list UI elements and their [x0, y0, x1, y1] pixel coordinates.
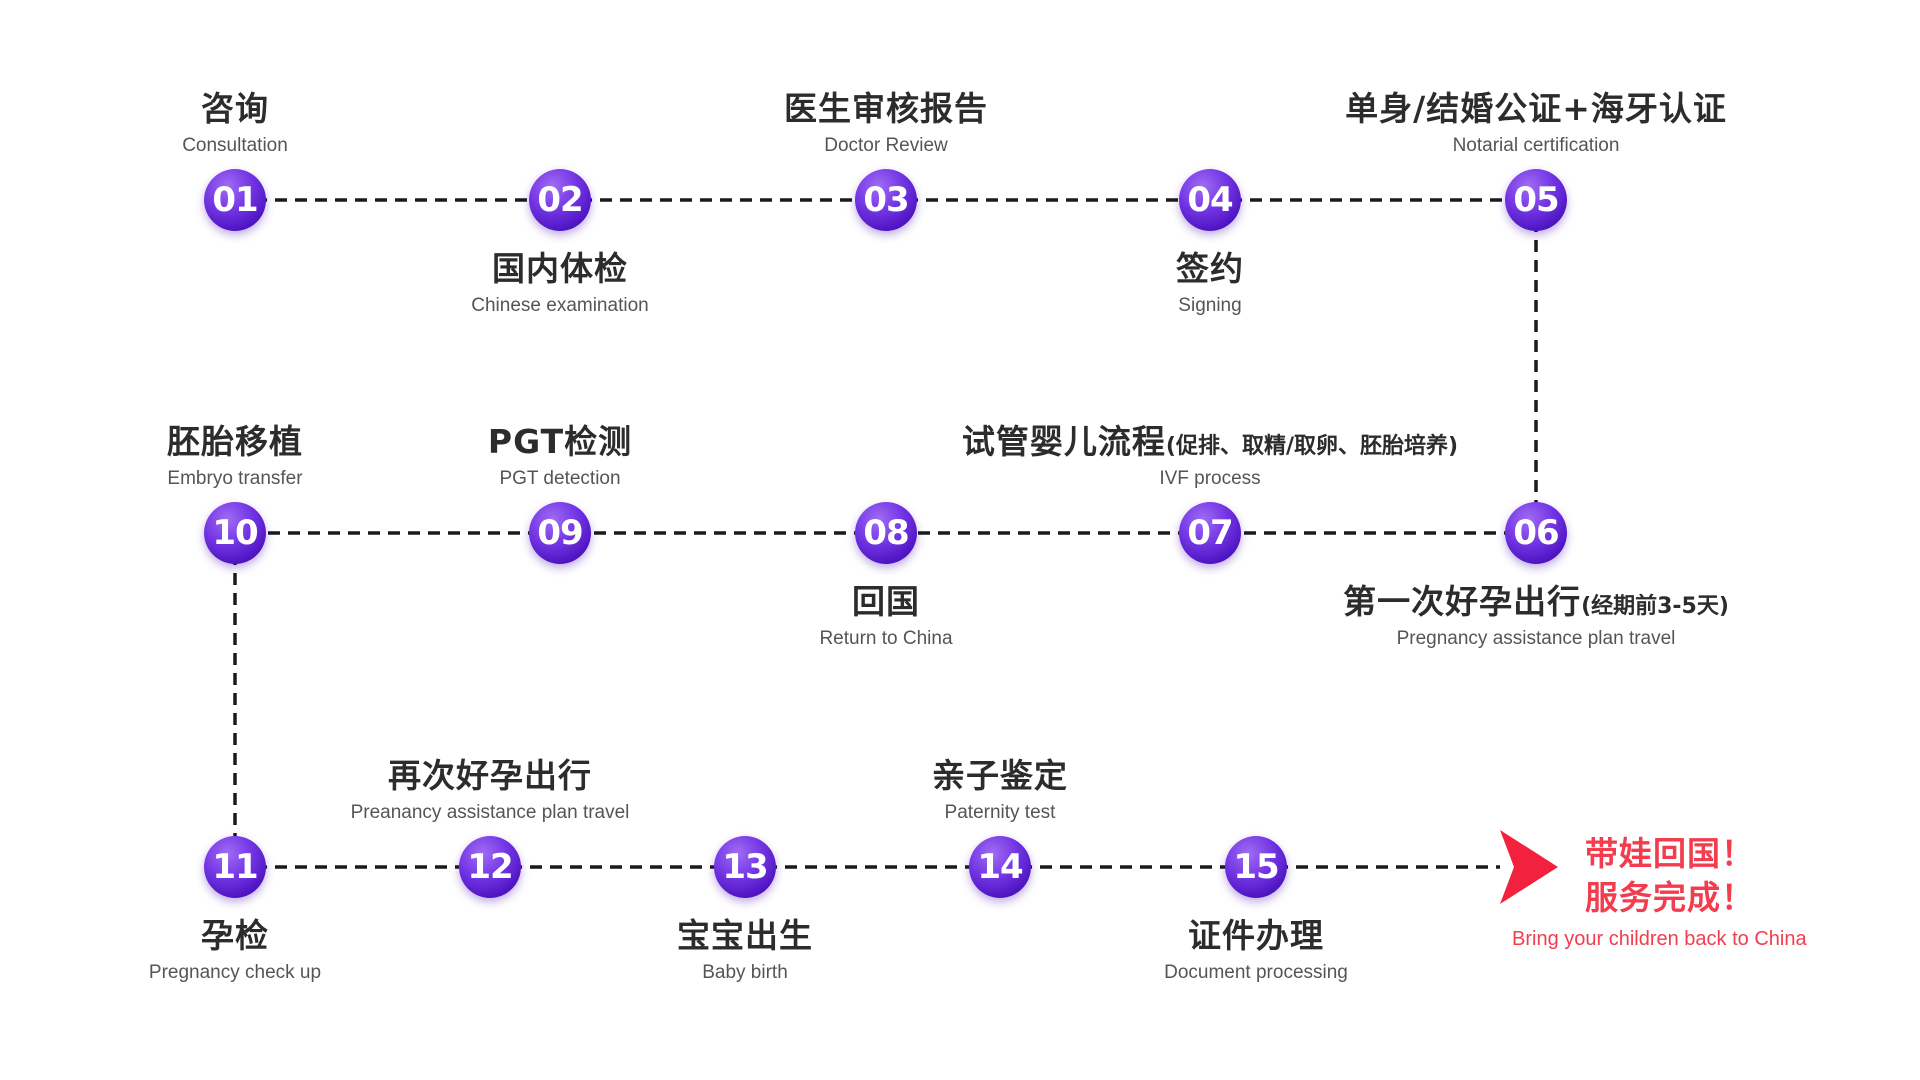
- step-title: 单身/结婚公证+海牙认证: [1345, 89, 1727, 128]
- step-label: 宝宝出生 Baby birth: [425, 917, 1065, 986]
- step-number-badge: 07: [1179, 502, 1241, 564]
- step-label: 胚胎移植 Embryo transfer: [0, 423, 555, 492]
- step-number-badge: 09: [529, 502, 591, 564]
- step-title: 证件办理: [1188, 916, 1324, 955]
- final-message: 带娃回国！ 服务完成！ Bring your children back to …: [1512, 832, 1842, 952]
- final-message-en: Bring your children back to China: [1512, 928, 1807, 950]
- step-subtitle: Chinese examination: [471, 295, 649, 316]
- final-message-line1: 带娃回国！: [1585, 834, 1755, 873]
- step-title: 国内体检: [492, 249, 628, 288]
- step-subtitle: Signing: [1178, 295, 1242, 316]
- step-label: 签约 Signing: [890, 250, 1530, 319]
- step-title: 第一次好孕出行(经期前3-5天): [1343, 582, 1729, 621]
- step-number-badge: 10: [204, 502, 266, 564]
- step-number-badge: 15: [1225, 836, 1287, 898]
- step-label: 亲子鉴定 Paternity test: [680, 757, 1320, 826]
- step-subtitle: Notarial certification: [1452, 135, 1620, 156]
- step-title: PGT检测: [487, 422, 633, 461]
- step-label: 再次好孕出行 Preanancy assistance plan travel: [170, 757, 810, 826]
- step-subtitle: Preanancy assistance plan travel: [350, 802, 630, 823]
- step-title: 宝宝出生: [677, 916, 813, 955]
- step-title: 医生审核报告: [784, 89, 988, 128]
- step-title: 试管婴儿流程(促排、取精/取卵、胚胎培养): [961, 422, 1459, 461]
- step-label: 孕检 Pregnancy check up: [0, 917, 555, 986]
- step-number-badge: 08: [855, 502, 917, 564]
- step-subtitle: Paternity test: [944, 802, 1056, 823]
- step-number-badge: 02: [529, 169, 591, 231]
- step-subtitle: Doctor Review: [824, 135, 948, 156]
- step-title: 再次好孕出行: [388, 756, 592, 795]
- step-number-badge: 06: [1505, 502, 1567, 564]
- step-label: 试管婴儿流程(促排、取精/取卵、胚胎培养) IVF process: [890, 423, 1530, 492]
- step-label: 国内体检 Chinese examination: [240, 250, 880, 319]
- step-title: 签约: [1176, 249, 1244, 288]
- step-subtitle: Pregnancy check up: [148, 962, 322, 983]
- step-subtitle: Return to China: [819, 628, 953, 649]
- step-number-badge: 03: [855, 169, 917, 231]
- step-subtitle: Document processing: [1164, 962, 1348, 983]
- step-label: PGT检测 PGT detection: [240, 423, 880, 492]
- step-title: 胚胎移植: [167, 422, 303, 461]
- step-number-badge: 11: [204, 836, 266, 898]
- step-subtitle: Baby birth: [702, 962, 788, 983]
- step-label: 医生审核报告 Doctor Review: [566, 90, 1206, 159]
- step-title: 回国: [852, 582, 920, 621]
- step-subtitle: IVF process: [1159, 468, 1261, 489]
- step-number-badge: 12: [459, 836, 521, 898]
- step-label: 回国 Return to China: [566, 583, 1206, 652]
- final-message-line2: 服务完成！: [1585, 878, 1755, 917]
- step-number-badge: 04: [1179, 169, 1241, 231]
- step-subtitle: Pregnancy assistance plan travel: [1396, 628, 1676, 649]
- step-number-badge: 01: [204, 169, 266, 231]
- step-number-badge: 05: [1505, 169, 1567, 231]
- step-subtitle: PGT detection: [499, 468, 621, 489]
- step-label: 单身/结婚公证+海牙认证 Notarial certification: [1216, 90, 1856, 159]
- step-label: 咨询 Consultation: [0, 90, 555, 159]
- step-label: 第一次好孕出行(经期前3-5天) Pregnancy assistance pl…: [1216, 583, 1856, 652]
- step-label: 证件办理 Document processing: [936, 917, 1576, 986]
- step-title: 亲子鉴定: [932, 756, 1068, 795]
- step-title: 咨询: [201, 89, 269, 128]
- step-title: 孕检: [201, 916, 269, 955]
- step-subtitle: Consultation: [182, 135, 288, 156]
- step-number-badge: 13: [714, 836, 776, 898]
- step-subtitle: Embryo transfer: [167, 468, 303, 489]
- step-number-badge: 14: [969, 836, 1031, 898]
